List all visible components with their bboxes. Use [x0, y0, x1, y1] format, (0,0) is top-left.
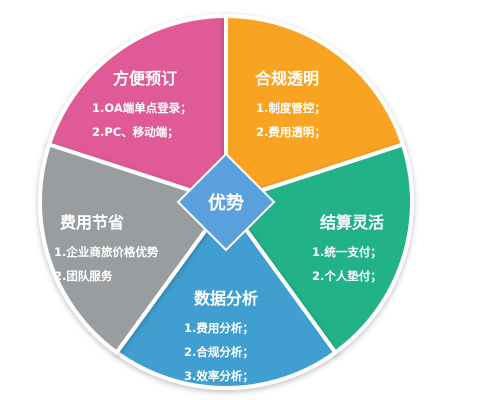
wedge-cost-saving: [38, 142, 228, 355]
wedge-group: [38, 14, 414, 390]
wedge-flexible-settlement: [224, 142, 414, 355]
center-diamond: [176, 152, 276, 252]
segment-item: 1.OA端单点登录；: [92, 101, 192, 115]
segment-title: 数据分析: [194, 289, 258, 308]
wedge-data-analysis: [114, 200, 338, 390]
segment-item: 2.合规分析；: [184, 345, 254, 359]
segment-item: 2.团队服务: [54, 269, 113, 283]
segment-title: 方便预订: [113, 69, 177, 88]
segment-title: 费用节省: [60, 213, 124, 232]
segment-item: 2.费用透明；: [256, 125, 326, 139]
segment-flexible-settlement: 结算灵活 1.统一支付； 2.个人垫付；: [312, 213, 384, 283]
segment-data-analysis: 数据分析 1.费用分析； 2.合规分析； 3.效率分析；: [184, 289, 258, 383]
segment-convenient-booking: 方便预订 1.OA端单点登录； 2.PC、移动端；: [92, 69, 192, 139]
segment-item: 1.费用分析；: [184, 321, 254, 335]
segment-title: 结算灵活: [319, 213, 384, 232]
segment-item: 1.制度管控；: [256, 101, 326, 115]
segment-item: 2.个人垫付；: [312, 269, 382, 283]
wedge-compliance-transparency: [224, 14, 405, 204]
segment-cost-saving: 费用节省 1.企业商旅价格优势 2.团队服务: [54, 213, 159, 283]
center-badge: 优势: [176, 152, 276, 252]
segment-item: 1.企业商旅价格优势: [54, 245, 159, 259]
segment-item: 3.效率分析；: [184, 369, 254, 383]
wedge-convenient-booking: [47, 14, 228, 204]
segment-compliance-transparency: 合规透明 1.制度管控； 2.费用透明；: [255, 69, 326, 139]
segment-item: 2.PC、移动端；: [92, 125, 179, 139]
segment-title: 合规透明: [255, 69, 319, 88]
center-label: 优势: [208, 192, 244, 214]
segment-item: 1.统一支付；: [312, 245, 382, 259]
